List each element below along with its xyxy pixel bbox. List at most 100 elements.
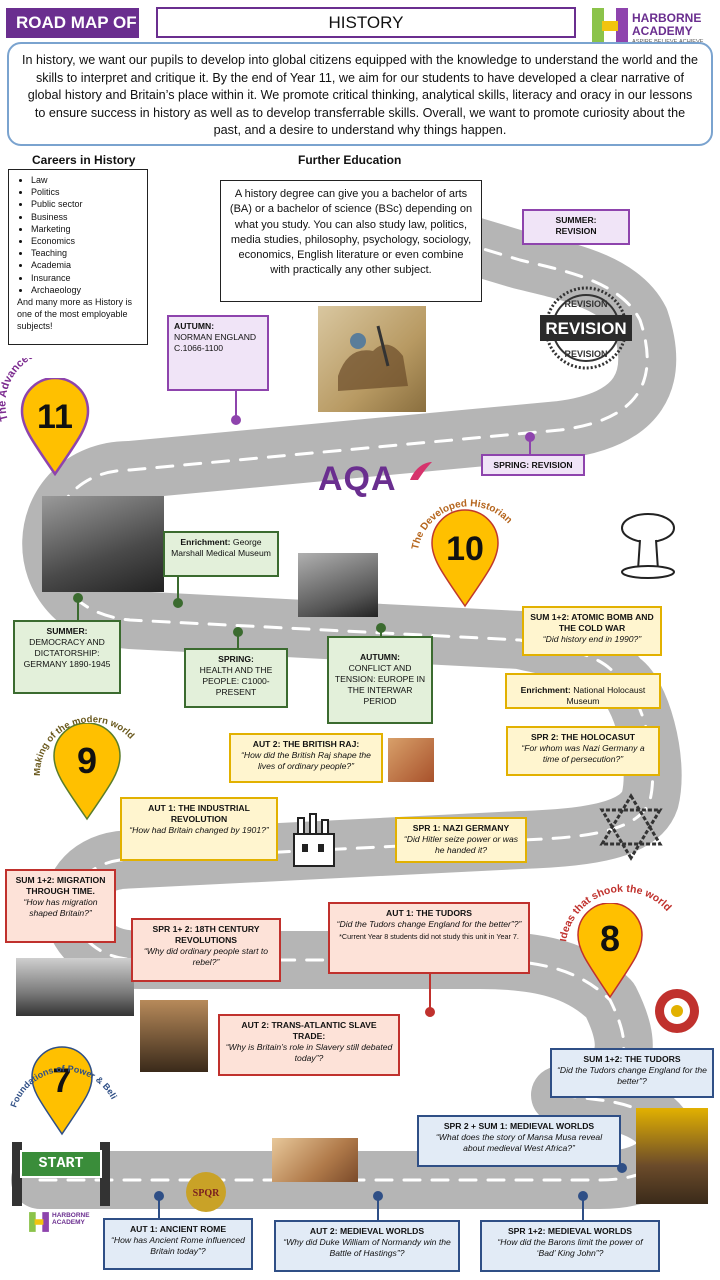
y7-sum-card: SUM 1+2: THE TUDORS“Did the Tudors chang… (550, 1048, 714, 1098)
card-question: “Why did ordinary people start to rebel?… (143, 946, 269, 967)
y10-summer-card: SUMMER:DEMOCRACY AND DICTATORSHIP: GERMA… (13, 620, 121, 694)
careers-list-item: Insurance (31, 272, 141, 284)
card-question: “Did history end in 1990?” (542, 634, 642, 644)
card-body: HEALTH AND THE PEOPLE: C1000-PRESENT (199, 665, 273, 697)
further-education-box: A history degree can give you a bachelor… (220, 180, 482, 302)
card-title: SPR 1+2: MEDIEVAL WORLDS (507, 1226, 633, 1236)
y9-spr2-card: SPR 2: THE HOLOCASUT“For whom was Nazi G… (506, 726, 660, 776)
revision-stamp-icon: REVISION REVISION REVISION (540, 286, 632, 370)
card-title: AUT 1: ANCIENT ROME (129, 1224, 227, 1234)
mushroom-cloud-icon (621, 513, 675, 579)
year-11-number: 11 (37, 398, 73, 436)
careers-list-item: Business (31, 211, 141, 223)
careers-list-item: Economics (31, 235, 141, 247)
harborne-h-icon (592, 8, 628, 44)
y9-sum-card: SUM 1+2: ATOMIC BOMB AND THE COLD WAR“Di… (522, 606, 662, 656)
card-body: George Marshall Medical Museum (171, 537, 271, 558)
year-8-pin-icon: 8 (577, 903, 643, 999)
careers-list-item: Law (31, 174, 141, 186)
svg-text:Ideas that shook the world: Ideas that shook the world (560, 883, 674, 943)
year-11-pin-icon: 11 (20, 378, 90, 476)
card-question: “How did the Barons limit the power of ‘… (497, 1237, 643, 1258)
card-question: “What does the story of Mansa Musa revea… (435, 1132, 603, 1153)
year-11-title-text: The Advanced Historian (0, 358, 88, 422)
card-title: SPR 1+ 2: 18TH CENTURY REVOLUTIONS (152, 924, 260, 945)
card-body: DEMOCRACY AND DICTATORSHIP: GERMANY 1890… (23, 637, 111, 669)
card-body: National Holocaust Museum (566, 685, 646, 706)
spqr-eagle-icon: SPQR (186, 1172, 226, 1212)
school-logo-small: HARBORNE ACADEMY (28, 1210, 98, 1238)
card-question: “How did the British Raj shape the lives… (241, 750, 371, 771)
card-question: “For whom was Nazi Germany a time of per… (521, 743, 645, 764)
mansa-musa-image (636, 1108, 708, 1204)
year-9-number: 9 (77, 740, 97, 781)
year-7-number: 7 (53, 1062, 72, 1100)
factory-icon (293, 813, 335, 867)
card-title: AUTUMN: (174, 321, 215, 331)
stamp-top-text: REVISION (564, 299, 607, 309)
card-title: Enrichment: (180, 537, 231, 547)
careers-footer: And many more as History is one of the m… (17, 297, 133, 332)
tudor-rose-icon (655, 989, 699, 1033)
card-title-2: REVISION (555, 226, 597, 236)
svg-text:The Developed Historian: The Developed Historian (410, 498, 514, 550)
school-logo: HARBORNE ACADEMY ASPIRE.BELIEVE.ACHIEVE (590, 6, 714, 46)
careers-list-item: Academia (31, 259, 141, 271)
star-of-david-icon (599, 793, 663, 861)
dictatorship-photo (42, 496, 164, 592)
careers-list-item: Public sector (31, 198, 141, 210)
careers-list: LawPoliticsPublic sectorBusinessMarketin… (17, 174, 141, 296)
further-education-title: Further Education (298, 153, 402, 167)
careers-title: Careers in History (32, 153, 136, 167)
y7-spr1-card: SPR 1+2: MEDIEVAL WORLDS“How did the Bar… (480, 1220, 660, 1272)
magna-carta-image (272, 1138, 358, 1182)
year-8-title: Ideas that shook the world (560, 883, 674, 943)
card-question: “Did the Tudors change England for the b… (557, 1065, 707, 1086)
stamp-middle-text: REVISION (545, 319, 626, 338)
start-text: START (20, 1150, 102, 1178)
card-question: “How has migration shaped Britain?” (23, 897, 98, 918)
card-title: SPR 2 + SUM 1: MEDIEVAL WORLDS (443, 1121, 595, 1131)
card-body: CONFLICT AND TENSION: EUROPE IN THE INTE… (334, 663, 426, 706)
y11-autumn-card: AUTUMN:NORMAN ENGLAND C.1066-1100 (167, 315, 269, 391)
card-title: SUM 1+2: THE TUDORS (583, 1054, 681, 1064)
year-10-title-text: The Developed Historian (410, 498, 514, 550)
aqa-logo: AQA (318, 460, 434, 499)
card-note: *Current Year 8 students did not study t… (339, 932, 519, 941)
careers-list-item: Archaeology (31, 284, 141, 296)
card-title: SPR 1: NAZI GERMANY (412, 823, 510, 833)
year-9-title-text: Making of the modern world (34, 714, 136, 776)
migration-ship-photo (16, 958, 134, 1016)
y8-aut2-card: AUT 2: TRANS-ATLANTIC SLAVE TRADE:“Why i… (218, 1014, 400, 1076)
year-10-title: The Developed Historian (410, 498, 514, 550)
bayeux-tapestry-image (318, 306, 426, 412)
card-question: “Did Hitler seize power or was he handed… (403, 834, 519, 855)
card-title: AUTUMN: (359, 652, 401, 662)
y7-aut1-card: AUT 1: ANCIENT ROME“How has Ancient Rome… (103, 1218, 253, 1270)
y11-summer-card: SUMMER:REVISION (522, 209, 630, 245)
stamp-bottom-text: REVISION (564, 349, 607, 359)
y8-aut1-card: AUT 1: THE TUDORS“Did the Tudors change … (328, 902, 530, 974)
card-title: SPRING: REVISION (493, 460, 573, 470)
logo-name: HARBORNE ACADEMY (632, 11, 702, 38)
year-7-title: Foundations of Power & Belief (8, 1034, 118, 1109)
aqa-text: AQA (318, 460, 396, 498)
card-title: SUMMER: (555, 215, 597, 225)
card-question: “Did the Tudors change England for the b… (336, 919, 522, 929)
careers-list-item: Teaching (31, 247, 141, 259)
svg-text:Making of the modern world: Making of the modern world (34, 714, 136, 776)
year-8-title-text: Ideas that shook the world (560, 883, 674, 943)
y10-enrichment-card: Enrichment: George Marshall Medical Muse… (163, 531, 279, 577)
toussaint-portrait-image (140, 1000, 208, 1072)
card-question: “How has Ancient Rome influenced Britain… (111, 1235, 245, 1256)
svg-text:Foundations of Power & Belief: Foundations of Power & Belief (8, 1034, 118, 1109)
subject-title: HISTORY (156, 7, 576, 38)
card-title: Enrichment: (520, 685, 571, 695)
y8-spr-card: SPR 1+ 2: 18TH CENTURY REVOLUTIONS“Why d… (131, 918, 281, 982)
card-question: “Why did Duke William of Normandy win th… (283, 1237, 451, 1258)
y9-enrichment-card: Enrichment: National Holocaust Museum (505, 673, 661, 709)
spqr-text: SPQR (193, 1188, 220, 1199)
svg-text:The Advanced Historian: The Advanced Historian (0, 358, 88, 422)
y9-spr1-card: SPR 1: NAZI GERMANY“Did Hitler seize pow… (395, 817, 527, 863)
y7-spr2-card: SPR 2 + SUM 1: MEDIEVAL WORLDS“What does… (417, 1115, 621, 1167)
